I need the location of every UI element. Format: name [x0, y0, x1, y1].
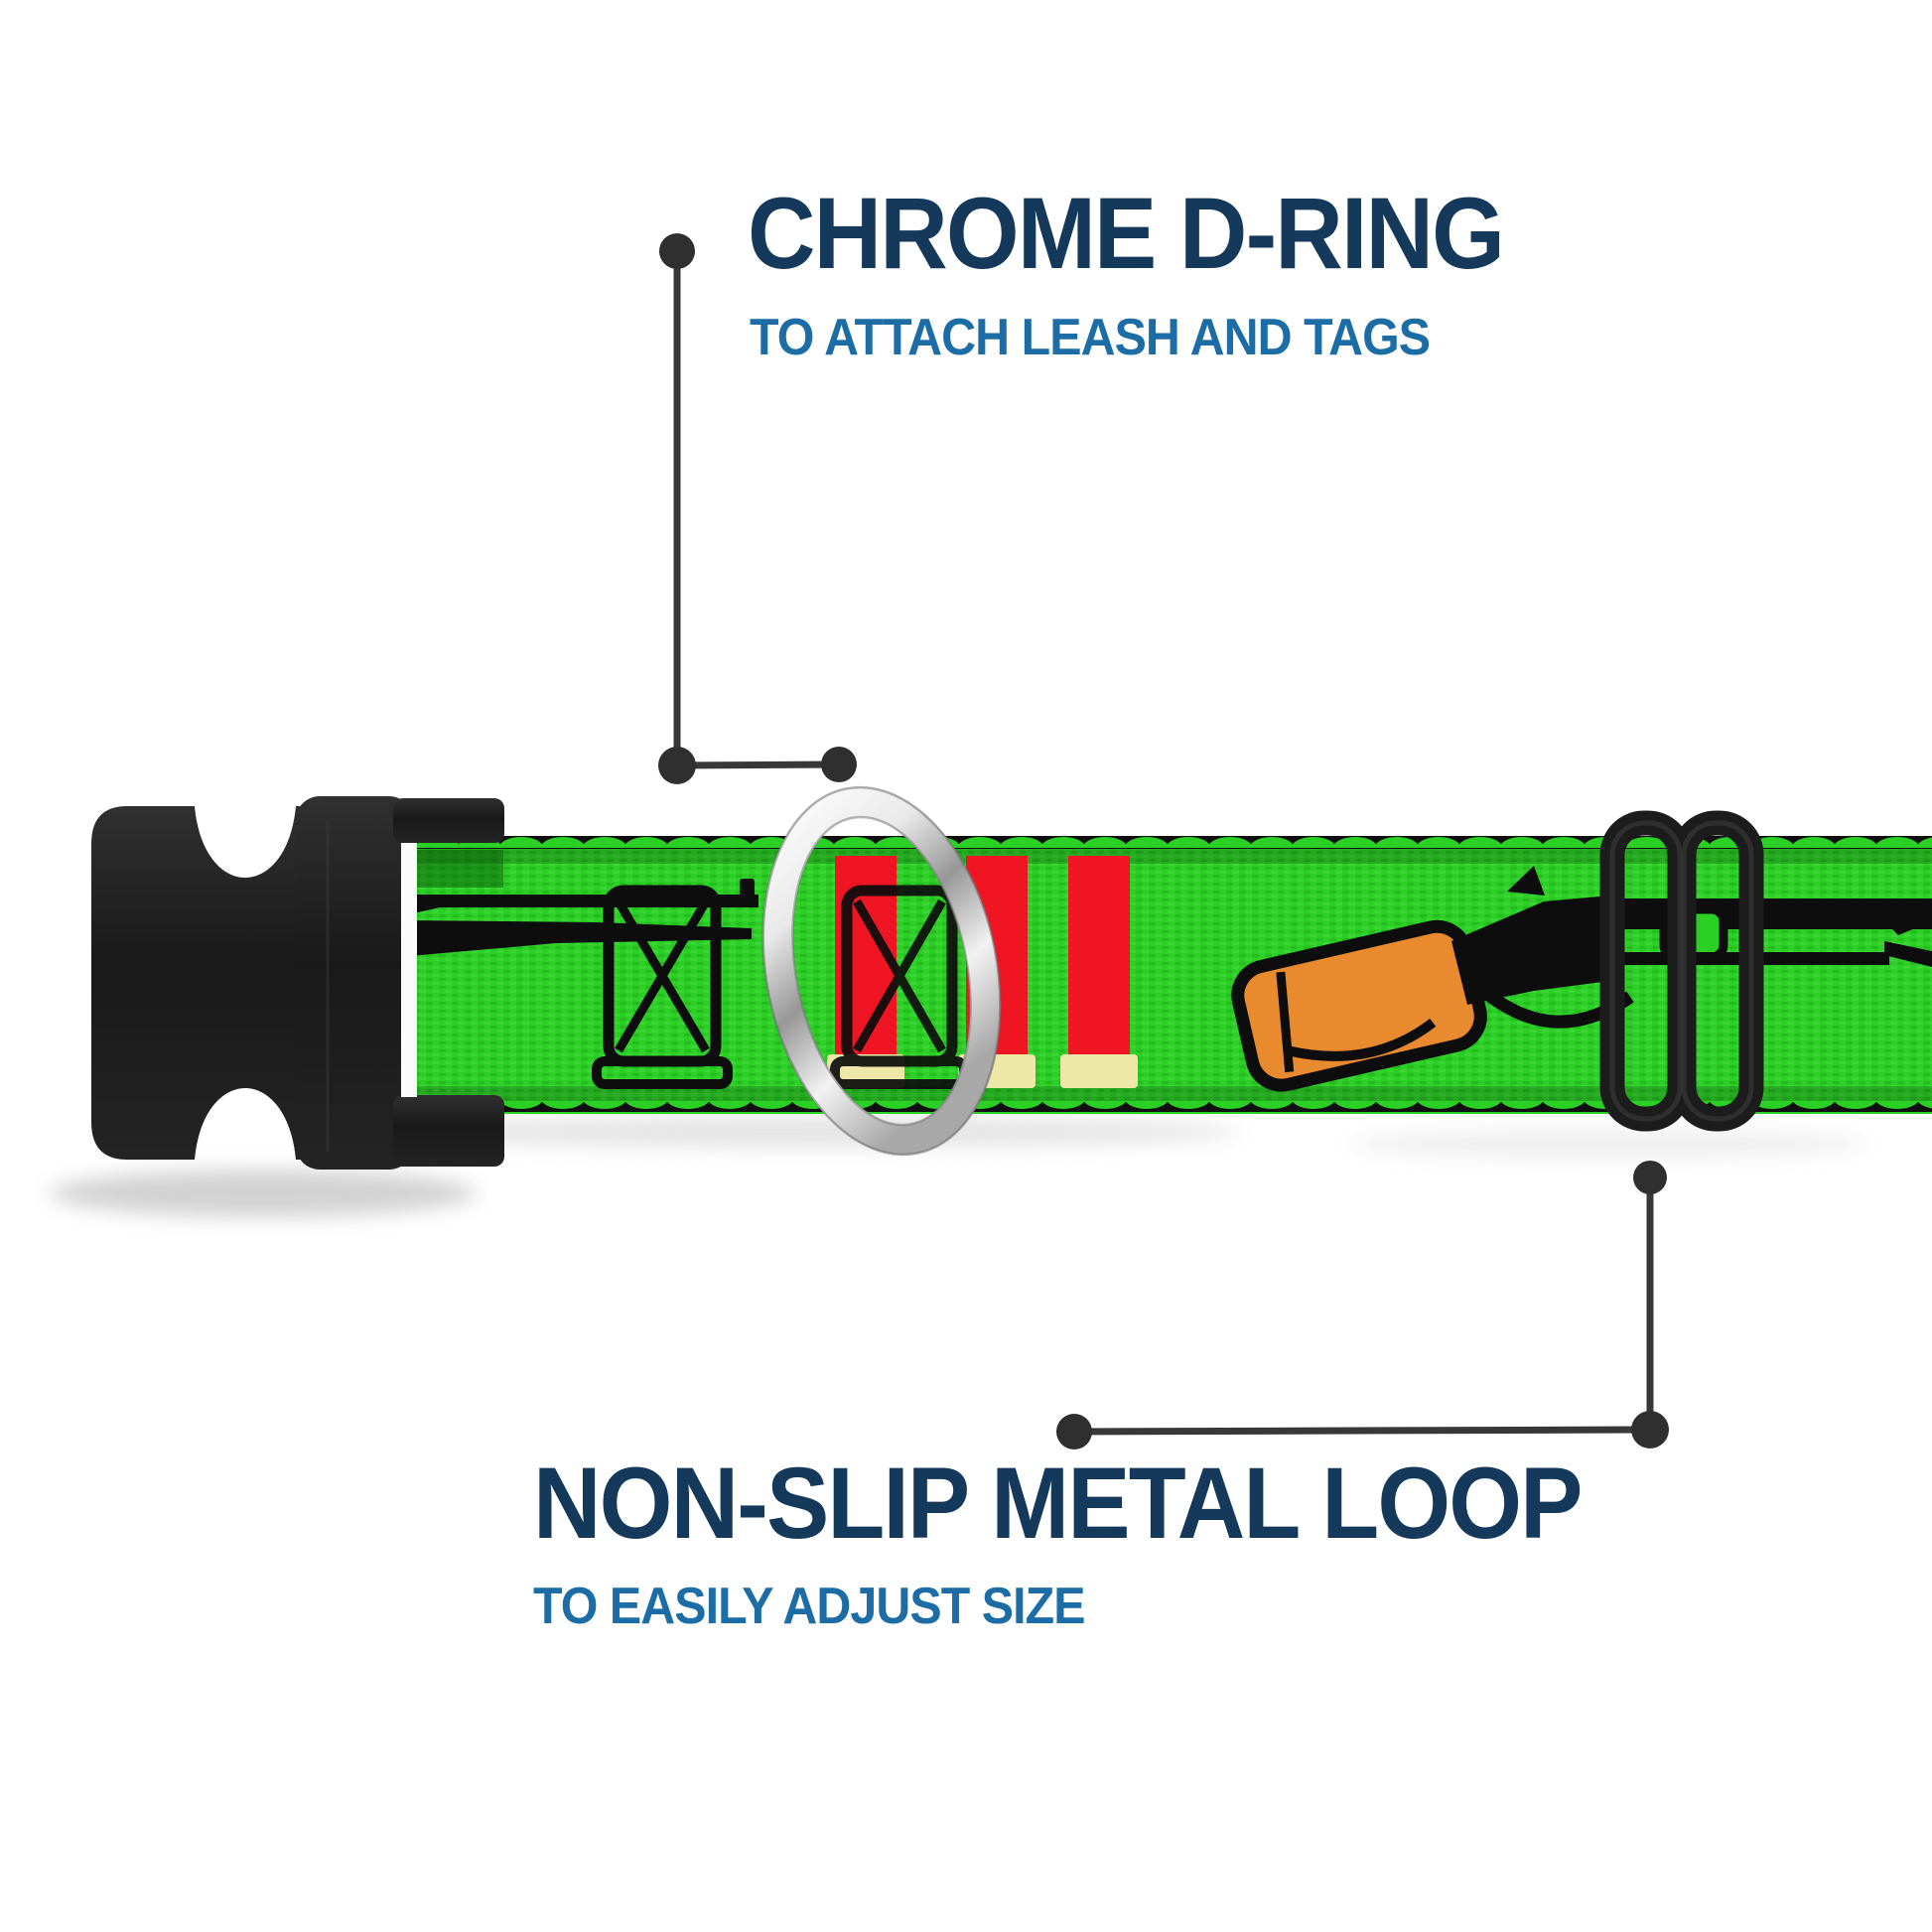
- callout-dot: [1633, 1161, 1667, 1194]
- collar-webbing: [409, 836, 1932, 1114]
- bottom-callout-title: NON-SLIP METAL LOOP: [533, 1447, 1583, 1560]
- buckle-slot-slit: [401, 843, 417, 1097]
- callout-dot: [1631, 1411, 1669, 1449]
- webbing-fold-shadow: [416, 850, 503, 888]
- top-callout-title: CHROME D-RING: [748, 177, 1505, 290]
- bottom-callout-subtitle: TO EASILY ADJUST SIZE: [533, 1578, 1086, 1635]
- rifle-art-left: [409, 879, 759, 956]
- metal-slider-loop: [1599, 810, 1764, 1132]
- callout-dot: [658, 747, 696, 784]
- top-callout-subtitle: TO ATTACH LEASH AND TAGS: [750, 309, 1431, 366]
- callout-bottom: [1056, 1161, 1669, 1449]
- callout-dot: [659, 233, 695, 269]
- product-shadow: [50, 1116, 1866, 1217]
- callout-dot: [1056, 1414, 1092, 1449]
- chrome-d-ring: [761, 785, 1002, 1157]
- shell-outline-art-left: [592, 885, 733, 1089]
- callout-dot: [821, 747, 857, 782]
- plastic-buckle: [91, 796, 504, 1170]
- callout-top: [658, 233, 857, 784]
